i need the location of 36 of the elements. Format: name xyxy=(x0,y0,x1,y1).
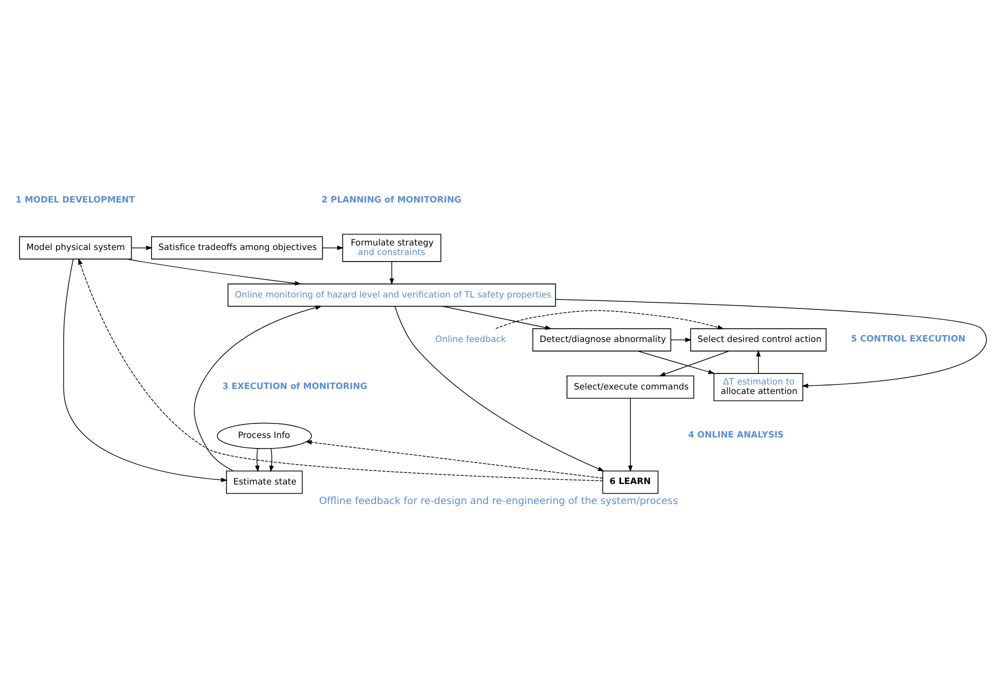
node-box: Detect/diagnose abnormality xyxy=(532,328,672,351)
arrow xyxy=(63,258,228,482)
arrow xyxy=(628,397,633,472)
arrow xyxy=(389,260,394,284)
arrow xyxy=(495,310,724,329)
caption: Offline feedback for re-design and re-engineering of the system/process xyxy=(319,495,678,506)
arrow xyxy=(638,350,715,374)
node-box: Satisfice tradeoffs among objectives xyxy=(151,236,323,259)
arrow xyxy=(394,305,604,471)
node-box: 6 LEARN xyxy=(602,470,658,494)
node-box: ΔT estimation to allocate attention xyxy=(714,372,804,401)
label: 1 MODEL DEVELOPMENT xyxy=(15,194,135,205)
label: 3 EXECUTION of MONITORING xyxy=(222,381,368,392)
node-box: Formulate strategy and constraints xyxy=(342,233,442,262)
arrow xyxy=(322,245,344,250)
arrow xyxy=(756,350,761,374)
label: 2 PLANNING of MONITORING xyxy=(322,194,462,205)
arrow xyxy=(78,258,604,481)
label: 5 CONTROL EXECUTION xyxy=(850,334,966,344)
arrow xyxy=(670,337,692,342)
node-text: Online feedback xyxy=(435,334,506,345)
arrow xyxy=(131,245,153,250)
arrow xyxy=(254,448,260,472)
arrow xyxy=(658,350,730,376)
node-box: Online monitoring of hazard level and verification of TL safety properties xyxy=(228,283,556,306)
label: 4 ONLINE ANALYSIS xyxy=(688,430,784,440)
node-box: Select/execute commands xyxy=(566,375,694,398)
arrow xyxy=(194,304,322,471)
arrow xyxy=(555,298,987,388)
arrow xyxy=(305,440,603,478)
arrow xyxy=(442,305,552,330)
node-box: Model physical system xyxy=(19,236,132,259)
arrow xyxy=(126,258,302,285)
node-box: Estimate state xyxy=(226,470,303,494)
arrow xyxy=(269,448,274,472)
node-box: Select desired control action xyxy=(690,328,827,351)
